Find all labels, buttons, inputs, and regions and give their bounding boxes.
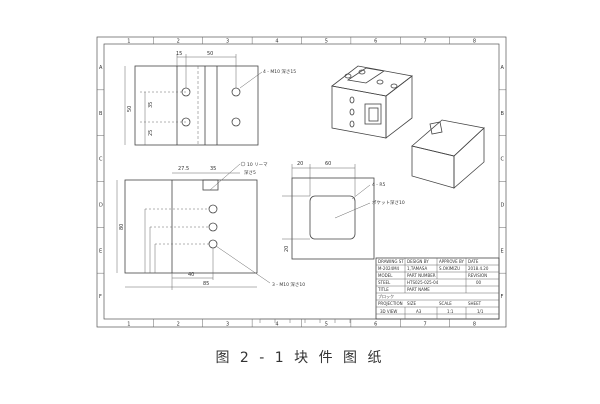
tb-h13: SHEET <box>468 301 482 306</box>
tb-v11: A3 <box>416 309 422 314</box>
side-view: 20 60 20 4 - R5 ポケット深さ10 <box>282 161 405 260</box>
tb-v1: M-2024M4 <box>378 266 400 271</box>
grid-row-label: D <box>99 202 103 208</box>
dim-front-40: 40 <box>188 272 194 278</box>
tb-h12: SCALE <box>439 301 452 306</box>
dim-front-27-5: 27.5 <box>178 166 189 172</box>
callout-tap-top: 4 - M10 深さ15 <box>263 68 296 75</box>
grid-row-label: C <box>99 157 103 163</box>
figure-caption: 图 2 - 1 块 件 图 纸 <box>215 350 385 366</box>
grid-col-label: 4 <box>275 39 278 45</box>
tb-v4: 2018.4.20 <box>468 266 489 271</box>
dim-front-85: 85 <box>203 281 209 287</box>
tb-h5: MODEL <box>378 273 393 278</box>
top-view: 15 50 35 50 25 4 - M10 深さ15 <box>124 51 296 146</box>
grid-row-label: A <box>501 65 505 71</box>
tb-h6: PART NUMBER <box>407 273 436 278</box>
grid-col-label: 8 <box>473 322 476 328</box>
grid-row-label: E <box>501 248 504 254</box>
dim-left-35: 35 <box>148 102 154 108</box>
tb-h4: DATE <box>468 259 479 264</box>
tb-v7: 00 <box>476 280 482 285</box>
bottom-ruler <box>259 318 376 323</box>
tb-v6: HTS025-025-04 <box>407 280 439 285</box>
isometric-view-slotted <box>331 65 413 139</box>
dim-top-50: 50 <box>207 51 213 57</box>
tb-h7: REVISION <box>468 273 487 278</box>
tb-v8: ブロック <box>378 293 394 299</box>
callout-pocket-r: 4 - R5 <box>372 182 385 188</box>
sheet-inner-border <box>103 43 500 320</box>
grid-row-label: D <box>501 202 505 208</box>
grid-col-label: 6 <box>374 39 377 45</box>
grid-col-label: 1 <box>127 322 130 328</box>
tb-v12: 1:1 <box>447 309 454 314</box>
front-view: 27.5 35 40 85 80 10 リーマ 深さ5 3 - M10 深さ10 <box>116 161 305 290</box>
grid-col-label: 3 <box>226 39 229 45</box>
dim-front-80: 80 <box>119 224 125 230</box>
dim-left-50: 50 <box>127 106 133 112</box>
tb-h2: DESIGN BY <box>407 259 429 264</box>
grid-row-label: F <box>99 294 102 300</box>
grid-col-label: 3 <box>226 322 229 328</box>
grid-col-label: 2 <box>177 39 180 45</box>
tb-v3: S.OKIMIZU <box>439 266 460 271</box>
callout-pocket: ポケット深さ10 <box>372 199 405 206</box>
tb-v2: 1,TAMASA <box>407 266 427 271</box>
dim-side-20: 20 <box>297 161 303 167</box>
tb-h8: TITLE <box>377 287 389 292</box>
dim-left-25: 25 <box>148 130 154 136</box>
callout-reamer-depth: 深さ5 <box>244 169 256 176</box>
callout-reamer: 10 リーマ <box>247 162 268 168</box>
grid-col-label: 1 <box>127 39 130 45</box>
grid-row-label: E <box>99 248 102 254</box>
callout-tap-front: 3 - M10 深さ10 <box>272 281 305 288</box>
grid-row-label: B <box>501 111 505 117</box>
grid-row-label: C <box>501 157 505 163</box>
grid-row-label: B <box>99 111 103 117</box>
grid-row-label: A <box>99 65 103 71</box>
tb-h3: APPROVE BY <box>439 259 464 264</box>
grid-col-label: 2 <box>177 322 180 328</box>
tb-h9: PART NAME <box>407 287 430 292</box>
dim-side-bottom-20: 20 <box>284 246 290 252</box>
grid-col-label: 4 <box>275 322 278 328</box>
tb-h1: DRAWING ST <box>378 259 404 264</box>
dim-side-60: 60 <box>325 161 331 167</box>
tb-v13: 1/1 <box>477 309 484 314</box>
grid-col-label: 7 <box>423 39 426 45</box>
grid-col-label: 7 <box>423 322 426 328</box>
grid-col-label: 8 <box>473 39 476 45</box>
grid-col-label: 6 <box>374 322 377 328</box>
dim-top-15: 15 <box>176 51 182 57</box>
grid-row-label: F <box>501 294 504 300</box>
isometric-view-block <box>411 119 485 189</box>
title-block: DRAWING ST DESIGN BY APPROVE BY DATE M-2… <box>375 257 500 320</box>
tb-v5: STEEL <box>378 280 391 285</box>
dim-front-35: 35 <box>210 166 216 172</box>
grid-col-label: 5 <box>325 322 328 328</box>
tb-h10: PROJECTION <box>378 301 403 306</box>
grid-col-label: 5 <box>325 39 328 45</box>
tb-h11: SIZE <box>407 301 416 306</box>
tb-v10: 3D VIEW <box>380 309 397 314</box>
